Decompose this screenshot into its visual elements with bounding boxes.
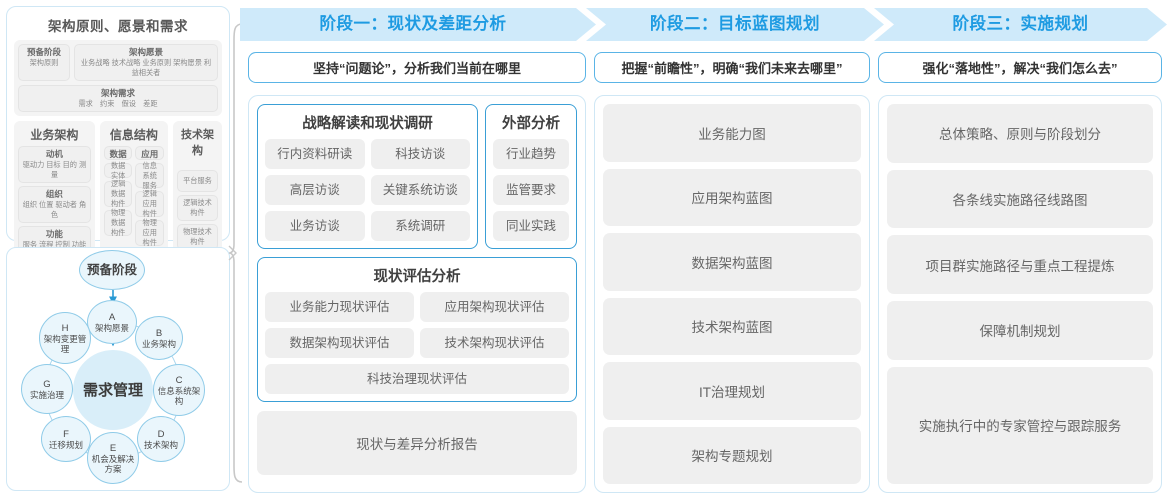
chip-system-survey[interactable]: 系统调研 (370, 211, 470, 241)
framework-title: 架构原则、愿景和需求 (48, 19, 188, 34)
column-technology-architecture: 技术架构 平台服务 逻辑技术构件 物理技术构件 (173, 121, 222, 257)
adm-node-g: G 实施治理 (21, 364, 73, 414)
phase-2-column: 业务能力图 应用架构蓝图 数据架构蓝图 技术架构蓝图 IT治理规划 架构专题规划 (594, 95, 870, 493)
chip-business-capability-assessment[interactable]: 业务能力现状评估 (265, 292, 414, 322)
phase-1-header: 阶段一：现状及差距分析 (319, 15, 507, 33)
phase3-item-line-roadmap[interactable]: 各条线实施路径线路图 (887, 169, 1153, 229)
phase1-top-row: 战略解读和现状调研 行内资料研读 科技访谈 高层访谈 关键系统访谈 业务访谈 系… (257, 104, 577, 249)
phase2-item-it-governance-plan[interactable]: IT治理规划 (603, 362, 861, 420)
phase-2-subtitle: 把握“前瞻性”，明确“我们未来去哪里” (594, 52, 870, 83)
phase-header-band: 阶段一：现状及差距分析 阶段二：目标蓝图规划 阶段三：实施规划 (240, 8, 1167, 41)
framework-top-section: 预备阶段 架构原则 架构愿景 业务战略 技术战略 业务原则 架构愿景 利益相关者… (14, 40, 222, 116)
biz-item-organization: 组织 组织 位置 驱动者 角色 (18, 186, 91, 223)
phase-1-column: 战略解读和现状调研 行内资料研读 科技访谈 高层访谈 关键系统访谈 业务访谈 系… (248, 95, 586, 493)
chip-internal-doc-study[interactable]: 行内资料研读 (265, 139, 365, 169)
framework-architecture-columns: 业务架构 动机 驱动力 目标 目的 测量 组织 组织 位置 驱动者 角色 功能 (14, 121, 222, 257)
phase-2-header: 阶段二：目标蓝图规划 (650, 15, 820, 33)
phase-1-subtitle: 坚持“问题论”，分析我们当前在哪里 (248, 52, 586, 83)
bracket-connector (228, 23, 243, 483)
phase-3-column: 总体策略、原则与阶段划分 各条线实施路径线路图 项目群实施路径与重点工程提炼 保… (878, 95, 1162, 493)
adm-node-prep: 预备阶段 (79, 250, 145, 290)
cell-architecture-requirements: 架构需求 需求 约束 假设 差距 (18, 85, 218, 112)
phase2-item-application-blueprint[interactable]: 应用架构蓝图 (603, 168, 861, 226)
chip-regulatory-requirements[interactable]: 监管要求 (493, 175, 569, 205)
phase3-item-list: 总体策略、原则与阶段划分 各条线实施路径线路图 项目群实施路径与重点工程提炼 保… (887, 104, 1153, 485)
adm-node-d: D 技术架构 (137, 416, 185, 462)
chip-industry-trend[interactable]: 行业趋势 (493, 139, 569, 169)
phase3-item-expert-control-service[interactable]: 实施执行中的专家管控与跟踪服务 (887, 366, 1153, 485)
adm-node-h: H 架构变更管理 (39, 312, 91, 364)
phase2-item-architecture-topic-plan[interactable]: 架构专题规划 (603, 426, 861, 484)
phase-3-header: 阶段三：实施规划 (952, 15, 1089, 33)
chip-application-arch-assessment[interactable]: 应用架构现状评估 (420, 292, 569, 322)
chip-key-system-interview[interactable]: 关键系统访谈 (370, 175, 470, 205)
chip-tech-governance-assessment[interactable]: 科技治理现状评估 (265, 364, 569, 394)
column-information-structure: 信息结构 数据 数据实体 逻辑数据构件 物理数据构件 应用 信息系统服务 逻辑应… (99, 121, 168, 257)
adm-node-e: E 机会及解决方案 (87, 432, 139, 484)
adm-node-a: A 架构愿景 (87, 300, 137, 344)
chip-tech-interview[interactable]: 科技访谈 (370, 139, 470, 169)
left-panel: 架构原则、愿景和需求 预备阶段 架构原则 架构愿景 业务战略 技术战略 业务原则… (6, 6, 230, 493)
adm-node-b: B 业务架构 (135, 316, 183, 360)
chip-peer-practice[interactable]: 同业实践 (493, 211, 569, 241)
phase-band-shape (240, 8, 1167, 41)
adm-node-center: 需求管理 (73, 350, 153, 430)
phase3-item-program-roadmap[interactable]: 项目群实施路径与重点工程提炼 (887, 235, 1153, 295)
phase2-item-list: 业务能力图 应用架构蓝图 数据架构蓝图 技术架构蓝图 IT治理规划 架构专题规划 (603, 104, 861, 484)
framework-row-2: 架构需求 需求 约束 假设 差距 (18, 85, 218, 112)
chip-data-arch-assessment[interactable]: 数据架构现状评估 (265, 328, 414, 358)
phase1-report-chip[interactable]: 现状与差异分析报告 (257, 411, 577, 475)
phase3-item-overall-strategy[interactable]: 总体策略、原则与阶段划分 (887, 104, 1153, 163)
adm-cycle-diagram: 预备阶段 需求管理 A 架构愿景 B 业务架构 C 信息系统架构 (7, 248, 229, 490)
phase2-item-data-blueprint[interactable]: 数据架构蓝图 (603, 233, 861, 291)
info-subcolumn-application: 应用 信息系统服务 逻辑应用构件 物理应用构件 (135, 146, 164, 247)
chip-tech-arch-assessment[interactable]: 技术架构现状评估 (420, 328, 569, 358)
biz-item-motivation: 动机 驱动力 目标 目的 测量 (18, 146, 91, 183)
chip-business-interview[interactable]: 业务访谈 (265, 211, 365, 241)
column-business-architecture: 业务架构 动机 驱动力 目标 目的 测量 组织 组织 位置 驱动者 角色 功能 (14, 121, 95, 257)
info-subcolumn-data: 数据 数据实体 逻辑数据构件 物理数据构件 (103, 146, 133, 246)
strategy-research-card: 战略解读和现状调研 行内资料研读 科技访谈 高层访谈 关键系统访谈 业务访谈 系… (257, 104, 478, 249)
adm-cycle-card: 预备阶段 需求管理 A 架构愿景 B 业务架构 C 信息系统架构 (6, 247, 230, 491)
cell-prep-phase: 预备阶段 架构原则 (18, 44, 70, 81)
phase-3-subtitle: 强化“落地性”，解决“我们怎么去” (878, 52, 1162, 83)
cell-architecture-vision: 架构愿景 业务战略 技术战略 业务原则 架构愿景 利益相关者 (74, 44, 218, 81)
current-state-assessment-card: 现状评估分析 业务能力现状评估 应用架构现状评估 数据架构现状评估 技术架构现状… (257, 257, 577, 402)
phase3-item-assurance-mechanism[interactable]: 保障机制规划 (887, 301, 1153, 360)
external-analysis-card: 外部分析 行业趋势 监管要求 同业实践 (485, 104, 577, 249)
phase2-item-technology-blueprint[interactable]: 技术架构蓝图 (603, 297, 861, 355)
phase2-item-business-capability-map[interactable]: 业务能力图 (603, 104, 861, 162)
adm-node-c: C 信息系统架构 (153, 364, 205, 416)
togaf-framework-card: 架构原则、愿景和需求 预备阶段 架构原则 架构愿景 业务战略 技术战略 业务原则… (6, 6, 230, 308)
framework-row-1: 预备阶段 架构原则 架构愿景 业务战略 技术战略 业务原则 架构愿景 利益相关者 (18, 44, 218, 81)
chip-executive-interview[interactable]: 高层访谈 (265, 175, 365, 205)
adm-node-f: F 迁移规划 (41, 416, 91, 462)
